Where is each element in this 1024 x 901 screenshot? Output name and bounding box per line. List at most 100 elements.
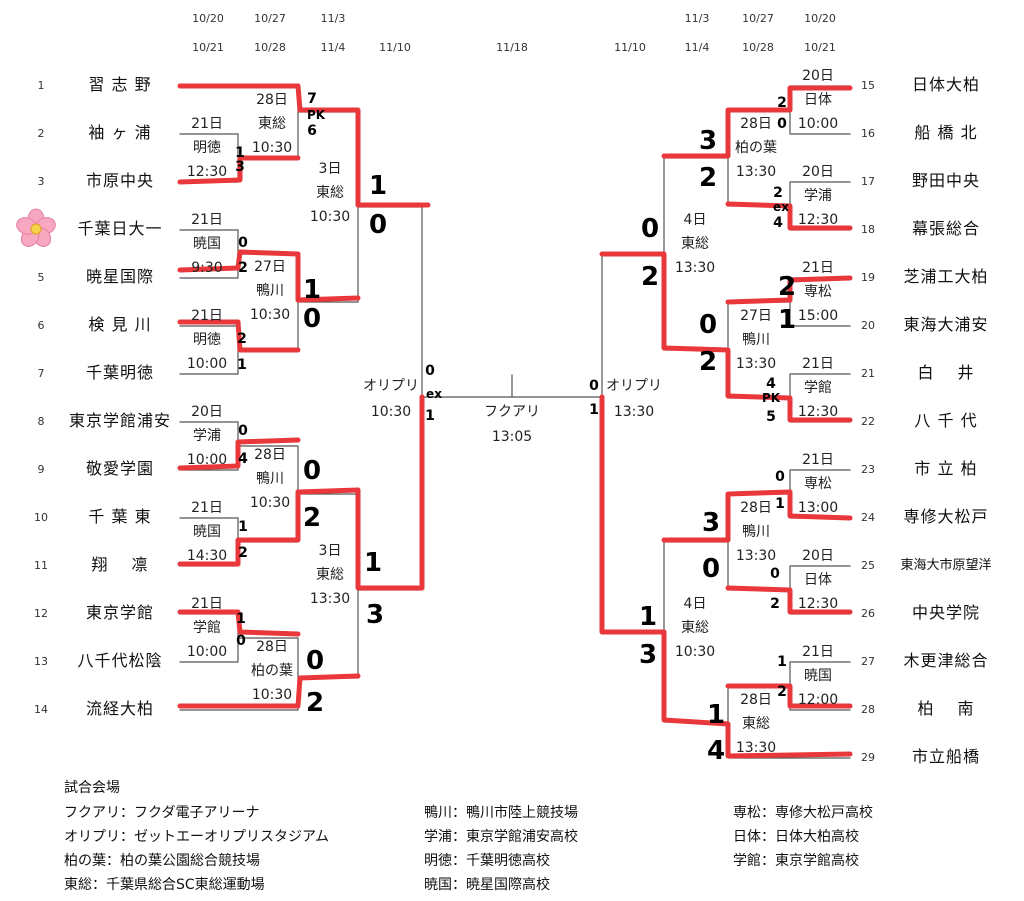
match-venue: 学浦 bbox=[193, 428, 221, 444]
score: 1 bbox=[238, 519, 248, 535]
score: 3 bbox=[235, 159, 245, 175]
legend-venue: 柏の葉：柏の葉公園総合競技場 bbox=[64, 853, 260, 869]
match-day: 20日 bbox=[802, 68, 834, 84]
team-name: 敬愛学園 bbox=[85, 459, 155, 478]
match-day: 21日 bbox=[802, 356, 834, 372]
team-name: 翔 凛 bbox=[91, 555, 149, 574]
score: 0 bbox=[701, 554, 721, 584]
winner-path-ichiharachuo bbox=[177, 155, 301, 185]
seed-number: 11 bbox=[34, 559, 48, 572]
seed-number: 20 bbox=[861, 319, 875, 332]
match-venue: 東総 bbox=[316, 185, 344, 201]
match-venue: 東総 bbox=[681, 620, 709, 636]
team-name: 流経大柏 bbox=[85, 699, 155, 718]
match-venue: 日体 bbox=[804, 92, 832, 108]
match-time: 10:30 bbox=[370, 404, 412, 420]
legend-venue: 学館：東京学館高校 bbox=[733, 853, 859, 869]
score: 2 bbox=[777, 272, 797, 302]
match-day: 21日 bbox=[191, 500, 223, 516]
round-date-header: 10/27 bbox=[742, 12, 774, 25]
match-venue: 専松 bbox=[804, 476, 832, 492]
seed-number: 6 bbox=[37, 319, 45, 332]
score: 1 bbox=[777, 305, 797, 335]
match-time: 10:00 bbox=[186, 452, 228, 468]
score: 1 bbox=[777, 654, 787, 670]
seed-number: 21 bbox=[861, 367, 875, 380]
bracket-line bbox=[357, 206, 423, 591]
seed-number: 17 bbox=[861, 175, 875, 188]
score: 1 bbox=[302, 275, 322, 305]
match-day: 28日 bbox=[740, 500, 772, 516]
match-venue: 柏の葉 bbox=[251, 663, 293, 679]
team-name: 八千代松陰 bbox=[77, 651, 163, 670]
score: 2 bbox=[237, 331, 247, 347]
seed-number: 9 bbox=[37, 463, 45, 476]
match-venue: 鴨川 bbox=[256, 471, 284, 487]
score: 2 bbox=[777, 95, 787, 111]
winner-path-senshumatsudo bbox=[661, 489, 853, 543]
bracket-line bbox=[297, 111, 359, 303]
round-date-header: 10/20 bbox=[804, 12, 836, 25]
match-time: 12:30 bbox=[797, 404, 839, 420]
round-date-header: 10/21 bbox=[192, 41, 224, 54]
score: 0 bbox=[589, 378, 599, 394]
score: 4 bbox=[706, 736, 726, 766]
legend-venue: オリプリ：ゼットエーオリプリスタジアム bbox=[64, 829, 330, 845]
match-time: 13:30 bbox=[613, 404, 655, 420]
score: 0 bbox=[305, 646, 325, 676]
score: 2 bbox=[302, 503, 322, 533]
match-venue: 暁国 bbox=[804, 668, 832, 684]
legend-venue: 日体：日体大柏高校 bbox=[733, 829, 859, 845]
winner-path-yachiyo bbox=[599, 251, 853, 423]
match-day: 3日 bbox=[318, 161, 342, 177]
match-time: 13:30 bbox=[735, 548, 777, 564]
match-time: 14:30 bbox=[186, 548, 228, 564]
seed-number: 2 bbox=[37, 127, 45, 140]
seed-number: 18 bbox=[861, 223, 875, 236]
legend-venue: 鴨川：鴨川市陸上競技場 bbox=[424, 805, 578, 821]
match-venue: 鴨川 bbox=[742, 332, 770, 348]
match-venue: 学館 bbox=[193, 620, 221, 636]
round-date-header: 11/3 bbox=[684, 12, 710, 25]
legend-venue: 学浦：東京学館浦安高校 bbox=[424, 829, 578, 845]
team-name: 白 井 bbox=[917, 363, 975, 382]
match-time: 10:30 bbox=[674, 644, 716, 660]
seed-number: 27 bbox=[861, 655, 875, 668]
score: 1 bbox=[235, 145, 245, 161]
score: 2 bbox=[773, 185, 783, 201]
match-venue: オリプリ bbox=[363, 378, 419, 394]
seed-number: 10 bbox=[34, 511, 48, 524]
score: 5 bbox=[766, 409, 776, 425]
score: 0 bbox=[236, 633, 246, 649]
match-venue: 日体 bbox=[804, 572, 832, 588]
score: 1 bbox=[363, 548, 383, 578]
final-date-header: 11/18 bbox=[496, 41, 528, 54]
team-name: 市立船橋 bbox=[911, 747, 981, 766]
match-time: 10:30 bbox=[251, 140, 293, 156]
match-time: 13:30 bbox=[735, 164, 777, 180]
round-date-header: 10/28 bbox=[254, 41, 286, 54]
flower-center bbox=[30, 223, 42, 235]
round-date-header: 10/21 bbox=[804, 41, 836, 54]
match-day: 27日 bbox=[740, 308, 772, 324]
match-day: 21日 bbox=[191, 116, 223, 132]
seed-number: 29 bbox=[861, 751, 875, 764]
score: 2 bbox=[770, 596, 780, 612]
match-time: 10:30 bbox=[249, 495, 291, 511]
score: 0 bbox=[770, 566, 780, 582]
match-time: 15:00 bbox=[797, 308, 839, 324]
score: 1 bbox=[638, 602, 658, 632]
winner-path-makuharisogo bbox=[725, 201, 853, 231]
score: 4 bbox=[766, 376, 776, 392]
winner-path-chuogakuin bbox=[725, 585, 853, 615]
seed-number: 8 bbox=[37, 415, 45, 428]
team-name: 千 葉 東 bbox=[88, 507, 152, 526]
seed-number: 24 bbox=[861, 511, 875, 524]
final-venue: フクアリ bbox=[484, 404, 540, 420]
match-time: 12:30 bbox=[186, 164, 228, 180]
match-venue: 専松 bbox=[804, 284, 832, 300]
team-name: 東京学館浦安 bbox=[68, 411, 172, 430]
team-name: 検 見 川 bbox=[88, 315, 152, 334]
bracket-line bbox=[601, 253, 665, 633]
winner-path-tokyogakkan bbox=[177, 609, 301, 637]
